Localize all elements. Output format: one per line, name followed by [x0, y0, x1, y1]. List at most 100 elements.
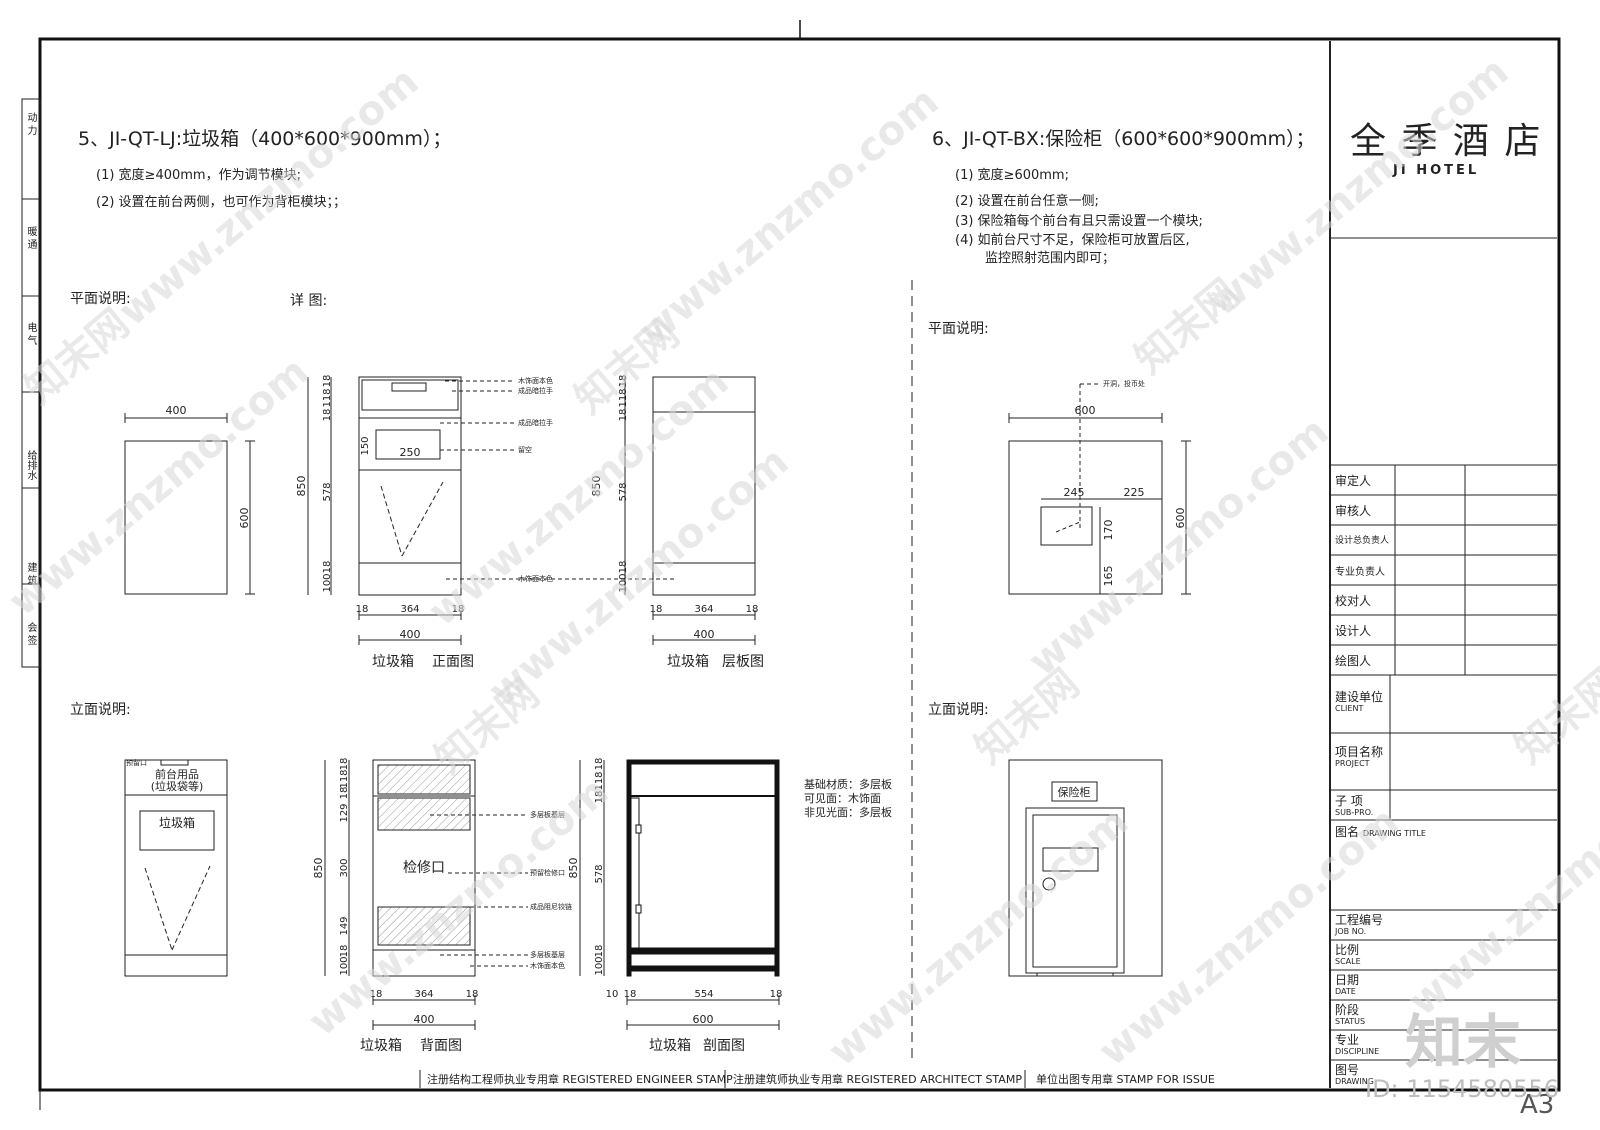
signer-2: 审核人: [1335, 504, 1372, 518]
back-dim-6: 149: [339, 916, 350, 935]
section-caption-a: 垃圾箱: [649, 1038, 691, 1054]
back-caption-a: 垃圾箱: [360, 1038, 402, 1054]
title-block-grid: [1329, 41, 1557, 1088]
front-dim-1: 18: [322, 375, 333, 388]
back-note-2: 预留检修口: [530, 868, 565, 877]
signer-4: 专业负责人: [1335, 567, 1385, 578]
elev5-top-2: (垃圾袋等): [151, 779, 204, 793]
signer-1: 审定人: [1335, 474, 1372, 488]
section5-detail-label: 详 图:: [290, 293, 328, 309]
stamp-engineer: 注册结构工程师执业专用章 REGISTERED ENGINEER STAMP: [427, 1073, 733, 1086]
stamp-architect: 注册建筑师执业专用章 REGISTERED ARCHITECT STAMP: [733, 1073, 1022, 1086]
plan5-depth: 600: [238, 508, 251, 529]
section-dim-1: 18: [594, 758, 605, 771]
back-note-4: 多层板基层: [530, 950, 565, 959]
section6-elev-label: 立面说明:: [928, 702, 989, 718]
front-note-5: 木饰面本色: [518, 574, 553, 583]
section-bot-2: 18: [624, 989, 637, 1000]
material-base: 基础材质：多层板: [804, 777, 892, 791]
shelf-bot-2: 364: [694, 604, 713, 615]
front-dim-7: 100: [322, 573, 333, 592]
shelf-overall: 400: [694, 628, 715, 641]
section-bot-3: 554: [694, 989, 713, 1000]
shelf-dim-1: 18: [618, 375, 629, 388]
section6-note-5: 监控照射范围内即可；: [985, 251, 1116, 266]
section5-elev-label: 立面说明:: [70, 702, 131, 718]
back-caption-b: 背面图: [420, 1038, 462, 1054]
front-dim-6: 18: [322, 561, 333, 574]
field-drawing-title: 图名 DRAWING TITLE: [1335, 825, 1426, 839]
back-note-3: 成品阻尼铰链: [530, 902, 572, 911]
front-bot-2: 364: [400, 604, 419, 615]
shelf-bot-1: 18: [650, 604, 663, 615]
section-view-drawing: [579, 759, 780, 1030]
elev6-label: 保险柜: [1058, 785, 1091, 799]
front-dim-5: 578: [322, 482, 333, 501]
front-note-1: 木饰面本色: [518, 376, 553, 385]
front-overall: 400: [400, 628, 421, 641]
back-dim-2: 118: [339, 769, 350, 788]
back-dim-8: 100: [339, 956, 350, 975]
front-bot-3: 18: [452, 604, 465, 615]
shelf-caption-a: 垃圾箱: [667, 654, 709, 670]
section6-note-2: (2) 设置在前台任意一侧;: [955, 194, 1099, 209]
back-dim-5: 300: [339, 858, 350, 877]
front-note-2: 成品暗拉手: [518, 386, 553, 395]
signer-3: 设计总负责人: [1335, 536, 1390, 546]
section-dim-2: 118: [594, 771, 605, 790]
front-caption-a: 垃圾箱: [372, 654, 414, 670]
brand-cn: 全 季 酒 店: [1350, 121, 1543, 162]
section5-note-2: (2) 设置在前台两侧，也可作为背柜模块；；: [96, 195, 347, 210]
shelf-view-drawing: [624, 376, 756, 645]
plan6-w2: 225: [1124, 486, 1145, 499]
back-dim-1: 18: [339, 758, 350, 771]
back-bot-1: 18: [370, 989, 383, 1000]
front-note-4: 留空: [518, 445, 532, 454]
shelf-dim-2: 118: [618, 388, 629, 407]
front-total: 850: [295, 476, 308, 497]
strip-label-1: 动 力: [25, 112, 36, 136]
plan6-drawing: [1008, 383, 1191, 595]
back-bot-3: 18: [466, 989, 479, 1000]
plan5-width: 400: [166, 404, 187, 417]
section5-plan-label: 平面说明:: [70, 291, 131, 307]
strip-label-5: 建 筑: [25, 562, 36, 586]
stamp-issue: 单位出图专用章 STAMP FOR ISSUE: [1036, 1073, 1215, 1086]
watermark-id: ID: 1154580556: [1365, 1075, 1559, 1103]
shelf-dim-6: 100: [618, 573, 629, 592]
brand-en: JI HOTEL: [1393, 163, 1480, 178]
section6-note-1: (1) 宽度≥600mm;: [955, 168, 1069, 183]
back-note-5: 木饰面本色: [530, 961, 565, 970]
front-inner: 250: [400, 446, 421, 459]
plan6-h2: 165: [1102, 566, 1115, 587]
elev6-drawing: [1008, 759, 1163, 977]
plan6-h1: 170: [1102, 520, 1115, 541]
section-bot-4: 18: [770, 989, 783, 1000]
shelf-bot-3: 18: [746, 604, 759, 615]
shelf-dim-4: 578: [618, 482, 629, 501]
elev5-top-1: 前台用品: [155, 767, 199, 781]
section-bot-1: 10: [606, 989, 619, 1000]
front-dim-4: 150: [360, 436, 371, 455]
left-signoff-strip: [21, 98, 41, 668]
watermark-logo: 知末: [1405, 1008, 1522, 1076]
strip-label-2: 暖 通: [25, 226, 36, 250]
back-dim-7: 18: [339, 945, 350, 958]
strip-label-6: 会 签: [25, 622, 36, 646]
front-view-drawing: [307, 376, 676, 645]
plan6-w1: 245: [1064, 486, 1085, 499]
front-bot-1: 18: [356, 604, 369, 615]
section-dim-4: 578: [594, 864, 605, 883]
section6-note-4: (4) 如前台尺寸不足，保险柜可放置后区,: [955, 233, 1190, 248]
signer-5: 校对人: [1335, 594, 1372, 608]
back-bot-2: 364: [414, 989, 433, 1000]
elev5-box-text: 垃圾箱: [159, 815, 195, 830]
